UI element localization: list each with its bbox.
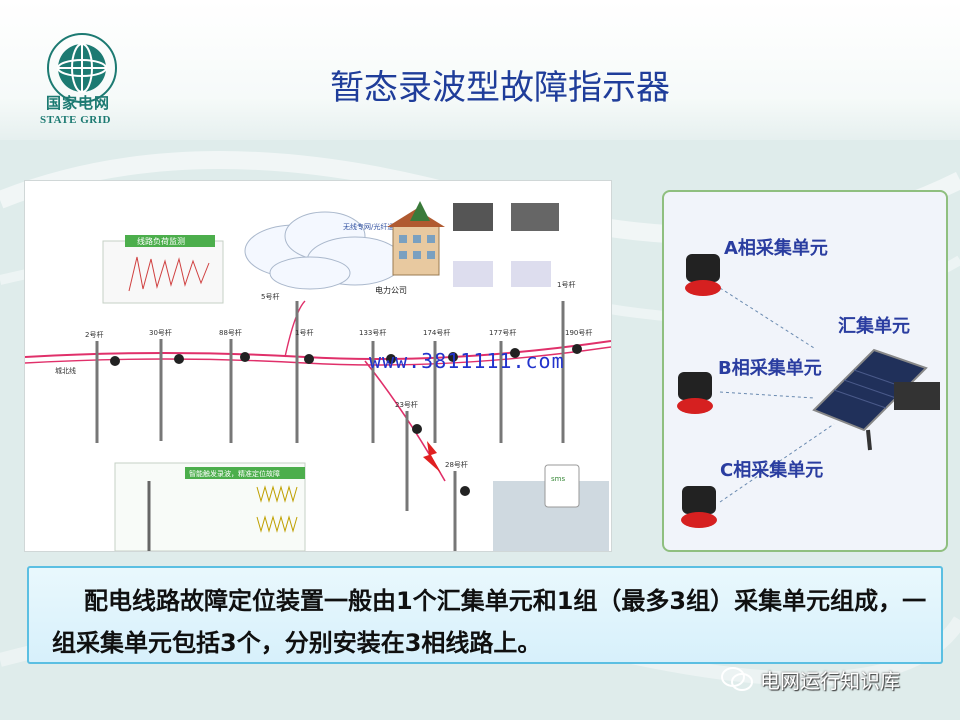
sensor-icons	[110, 344, 582, 496]
pole-label: 5号杆	[261, 292, 279, 301]
sensor-a-icon	[685, 254, 721, 296]
unit-illustration	[677, 254, 940, 528]
solar-panel-icon	[812, 348, 940, 451]
city-line-label: 城北线	[55, 366, 76, 375]
fault-lightning-icon	[423, 441, 441, 473]
sensor-b-icon	[677, 372, 713, 414]
label-hub-unit: 汇集单元	[838, 316, 910, 337]
phone-sms-label: sms	[551, 475, 565, 483]
pole-label: 1号杆	[557, 280, 575, 289]
pole-label: 133号杆	[359, 328, 386, 337]
building-icon	[387, 201, 445, 276]
pole-label: 1号杆	[295, 328, 313, 337]
monitor-label: 线路负荷监测	[137, 236, 185, 246]
monitor-screens-icon	[453, 203, 559, 287]
pole-label: 88号杆	[219, 328, 242, 337]
pole-label: 30号杆	[149, 328, 172, 337]
pole-label: 28号杆	[445, 460, 468, 469]
building-label: 电力公司	[375, 285, 407, 295]
state-grid-logo	[47, 33, 117, 103]
line-diagram-panel: 无线专网/光纤通信网络 电力公司 线路负荷监测	[24, 180, 612, 552]
pole-label: 2号杆	[85, 330, 103, 339]
distribution-line-diagram: 无线专网/光纤通信网络 电力公司 线路负荷监测	[24, 201, 612, 552]
watermark-text: 电网运行知识库	[760, 668, 900, 693]
pole-label: 174号杆	[423, 328, 450, 337]
pole-label: 190号杆	[565, 328, 592, 337]
unit-panel: A相采集单元 汇集单元 B相采集单元 C相采集单元	[662, 190, 948, 552]
description-box	[27, 566, 943, 664]
logo-english: STATE GRID	[40, 114, 111, 126]
label-c-phase-unit: C相采集单元	[720, 460, 824, 481]
logo-chinese: 国家电网	[46, 94, 111, 112]
page-title: 暂态录波型故障指示器	[330, 68, 670, 108]
wechat-icon	[721, 667, 753, 691]
description-text: 配电线路故障定位装置一般由1个汇集单元和1组（最多3组）采集单元组成，一组采集单…	[52, 587, 927, 657]
pole-label: 177号杆	[489, 328, 516, 337]
watermark-url: www.3811111.com	[369, 349, 565, 373]
header: 国家电网 STATE GRID 暂态录波型故障指示器	[0, 0, 960, 140]
label-a-phase-unit: A相采集单元	[724, 238, 828, 259]
wechat-watermark: 电网运行知识库	[720, 664, 900, 694]
fault-label: 智能触发录波，精准定位故障	[189, 469, 280, 478]
poles	[95, 301, 565, 551]
sensor-c-icon	[681, 486, 717, 528]
cloud-label: 无线专网/光纤通信网络	[343, 222, 415, 231]
pole-label: 23号杆	[395, 400, 418, 409]
label-b-phase-unit: B相采集单元	[718, 358, 822, 379]
cloud-icon	[244, 211, 404, 290]
